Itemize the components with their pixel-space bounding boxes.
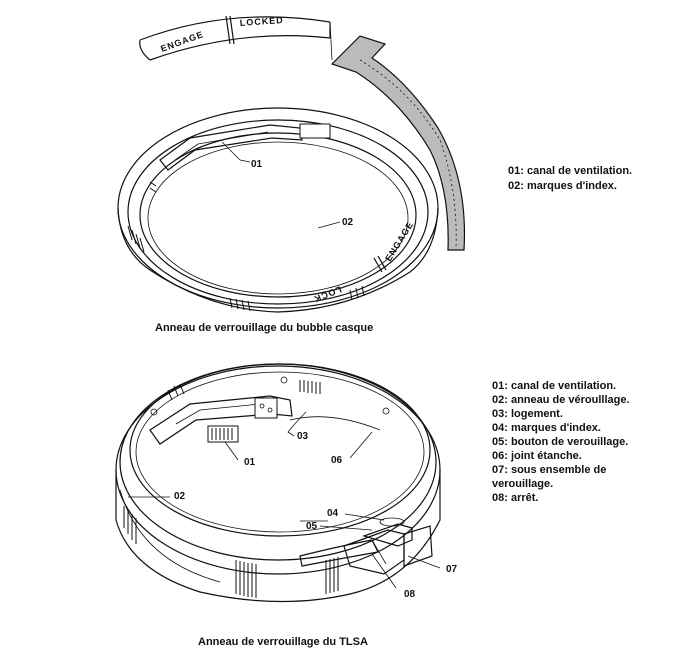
ring-lock-text: LOCK <box>312 284 343 304</box>
top-legend-02: 02: marques d'index. <box>508 180 617 192</box>
ring-engage-text: ENGAGE <box>383 220 415 263</box>
bottom-legend-07: 07: sous ensemble de <box>492 464 606 476</box>
bottom-callout-08: 08 <box>404 589 416 600</box>
bottom-legend-01: 01: canal de ventilation. <box>492 380 616 392</box>
bottom-caption: Anneau de verrouillage du TLSA <box>198 636 368 648</box>
bottom-legend-02: 02: anneau de véroulllage. <box>492 394 630 406</box>
bottom-callout-01: 01 <box>244 457 256 468</box>
bottom-callout-03: 03 <box>297 431 309 442</box>
top-caption: Anneau de verrouillage du bubble casque <box>155 322 373 334</box>
top-legend-01: 01: canal de ventilation. <box>508 165 632 177</box>
bottom-legend-03: 03: logement. <box>492 408 563 420</box>
top-ring-inner <box>139 132 417 298</box>
top-callout-01: 01 <box>251 159 263 170</box>
bottom-legend-05: 05: bouton de verouillage. <box>492 436 628 448</box>
bottom-legend-07b: verouillage. <box>492 478 553 490</box>
bottom-callout-07: 07 <box>446 564 458 575</box>
index-marks-detail: ENGAGE LOCKED <box>139 15 333 61</box>
bottom-callout-04: 04 <box>327 508 339 519</box>
bottom-ring-inner <box>129 363 431 537</box>
locked-mark-text: LOCKED <box>239 15 284 28</box>
bottom-legend-06: 06: joint étanche. <box>492 450 582 462</box>
bottom-callout-02: 02 <box>174 491 186 502</box>
rotation-arrow <box>330 35 466 251</box>
bottom-legend-08: 08: arrêt. <box>492 492 538 504</box>
bottom-legend-04: 04: marques d'index. <box>492 422 601 434</box>
bubble-helmet-lock-ring: ENGAGE LOCKED ENGAGE <box>117 15 632 334</box>
bottom-callout-06: 06 <box>331 455 343 466</box>
bottom-callout-05: 05 <box>306 521 318 532</box>
lock-subassembly <box>299 517 433 575</box>
tlsa-lock-ring: 01 02 03 04 05 06 07 08 01: canal de ven… <box>115 363 630 648</box>
top-callout-02: 02 <box>342 217 354 228</box>
